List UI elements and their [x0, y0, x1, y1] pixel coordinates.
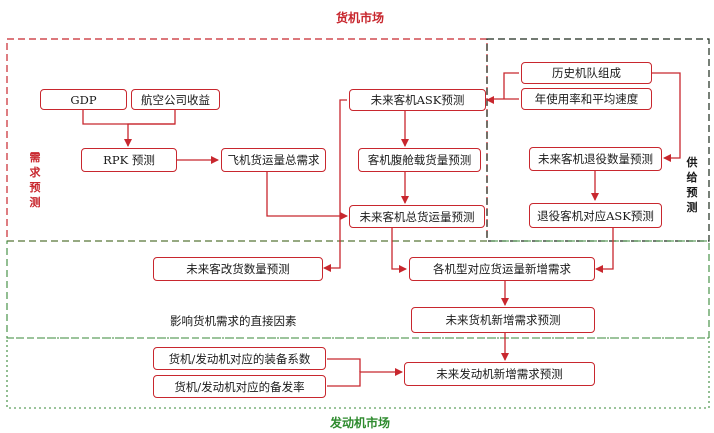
retired-ask-forecast-node: 退役客机对应ASK预测: [529, 203, 662, 228]
connector-total-demand-to-cargo-forecast: [266, 172, 348, 220]
supply-region: [486, 38, 710, 242]
passenger-ask-forecast-node: 未来客机ASK预测: [349, 89, 486, 111]
connector-ask-to-conversion: [323, 99, 347, 272]
new-cargo-demand-by-type-node: 各机型对应货运量新增需求: [409, 257, 595, 281]
connector-fleet-right-bracket: [652, 72, 681, 162]
gdp-node: GDP: [40, 89, 127, 110]
connector-cargo-forecast-to-new-demand: [391, 228, 407, 273]
connector-retired-ask-to-new-demand: [595, 228, 614, 273]
connector-coefficient-to-engine: [327, 358, 361, 372]
engine-market-title: 发动机市场: [329, 416, 390, 430]
equipment-coefficient-node: 货机/发动机对应的装备系数: [153, 347, 326, 370]
new-engine-demand-node: 未来发动机新增需求预测: [404, 362, 595, 386]
engine-market-region: [6, 337, 710, 409]
rpk-forecast-node: RPK 预测: [81, 148, 177, 172]
new-freighter-demand-node: 未来货机新增需求预测: [411, 307, 595, 333]
airline-revenue-node: 航空公司收益: [131, 89, 220, 110]
freighter-total-demand-node: 飞机货运量总需求: [221, 148, 326, 172]
conversion-forecast-node: 未来客改货数量预测: [153, 257, 323, 281]
demand-forecast-label: 需 求 预 测: [29, 151, 41, 209]
belly-cargo-forecast-node: 客机腹舱载货量预测: [358, 148, 481, 172]
supply-forecast-label: 供 给 预 测: [686, 156, 698, 214]
connector-gdp-to-rpk: [82, 110, 175, 125]
spare-rate-node: 货机/发动机对应的备发率: [153, 375, 326, 398]
fleet-history-node: 历史机队组成: [521, 62, 652, 84]
connector-utilization-to-ask: [486, 96, 519, 104]
connector-spare-to-engine: [327, 368, 403, 387]
utilization-speed-node: 年使用率和平均速度: [521, 88, 652, 110]
freighter-total-cargo-forecast-node: 未来客机总货运量预测: [349, 205, 485, 228]
cargo-market-title: 货机市场: [335, 11, 384, 25]
cargo-market-region: [6, 240, 710, 339]
connector-fleet-left-bracket: [503, 72, 519, 99]
retirement-forecast-node: 未来客机退役数量预测: [529, 147, 662, 171]
direct-factors-label: 影响货机需求的直接因素: [170, 314, 297, 328]
connector-revenue-to-rpk: [124, 110, 176, 147]
